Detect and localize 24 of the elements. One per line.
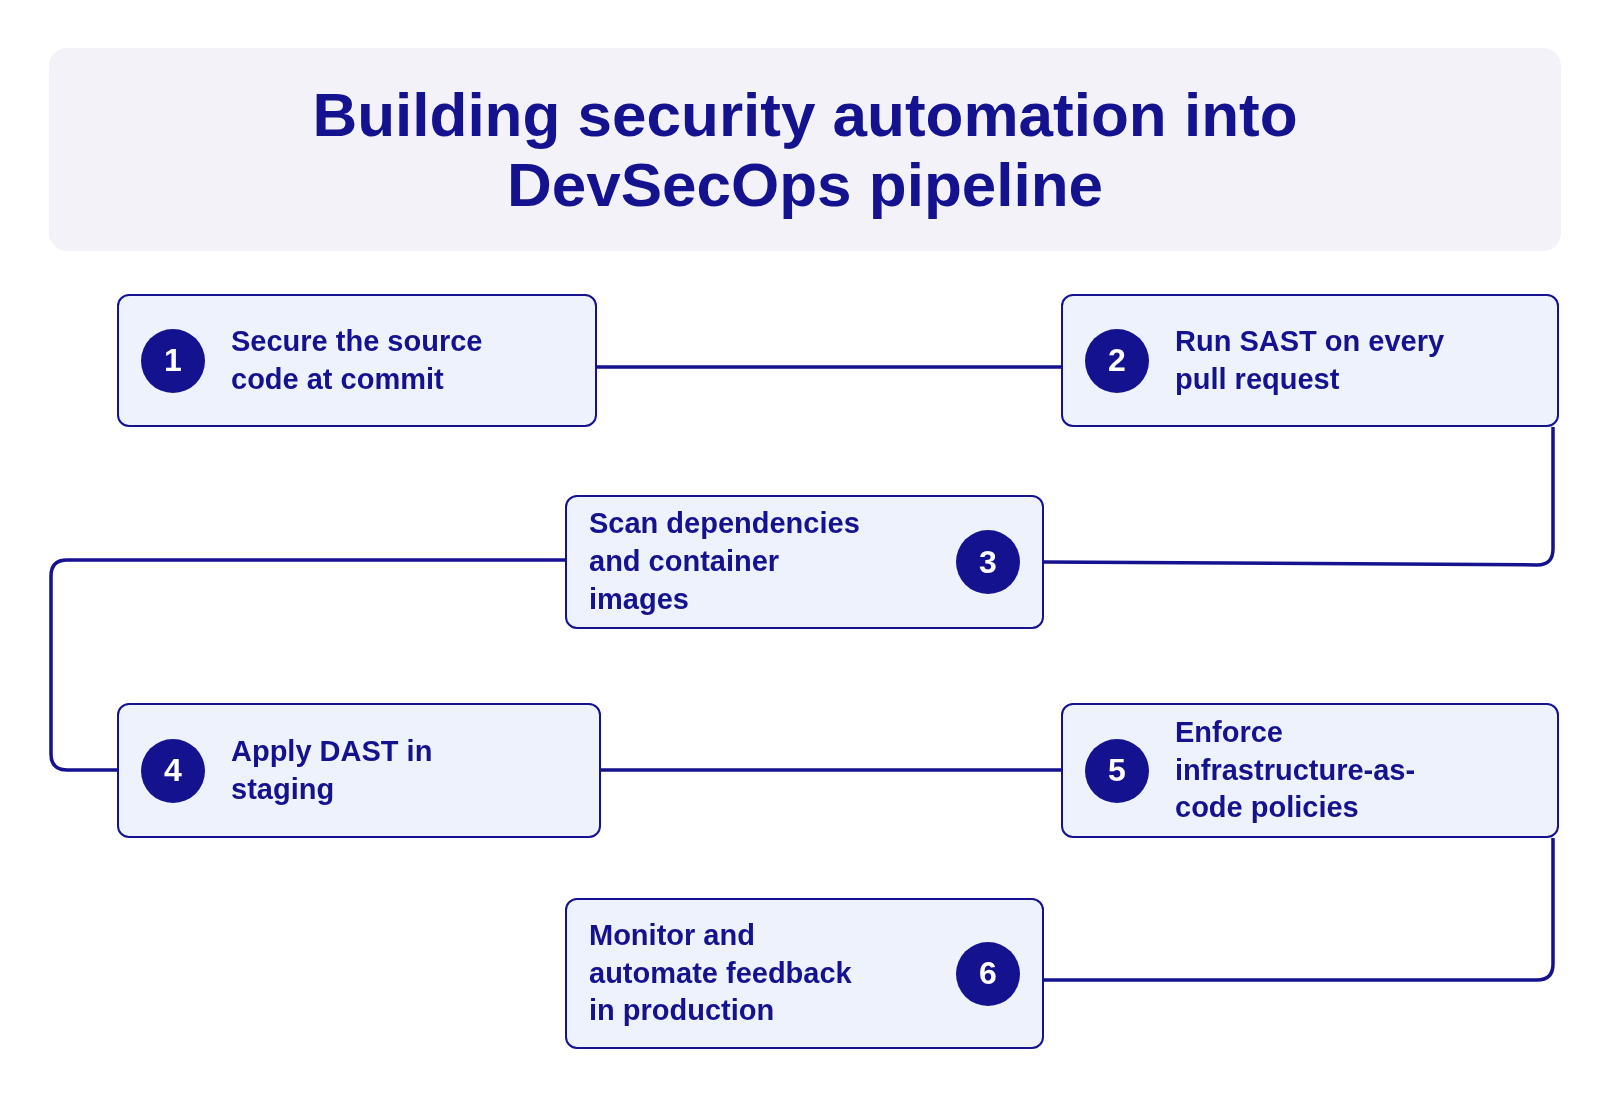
connector-line bbox=[601, 768, 1061, 772]
connector-line bbox=[1044, 427, 1555, 567]
step-number-badge: 6 bbox=[956, 941, 1020, 1006]
step-text: Scan dependencies and container images bbox=[589, 506, 861, 617]
step-number-badge: 3 bbox=[956, 530, 1020, 594]
connector-line bbox=[49, 558, 565, 772]
step-box bbox=[565, 495, 1044, 629]
step-box bbox=[565, 898, 1044, 1049]
step-number-badge: 5 bbox=[1085, 738, 1149, 803]
connector-line bbox=[1044, 838, 1555, 982]
step-text: Run SAST on every pull request bbox=[1175, 323, 1446, 397]
step-box bbox=[1061, 294, 1559, 427]
step-text: Secure the source code at commit bbox=[231, 323, 484, 397]
step-box bbox=[1061, 703, 1559, 838]
step-box bbox=[117, 703, 601, 838]
title: Building security automation into DevSecOps pipeline bbox=[311, 80, 1299, 219]
step-text: Enforce infrastructure-as-code policies bbox=[1175, 714, 1417, 826]
step-box bbox=[117, 294, 597, 427]
step-text: Apply DAST in staging bbox=[231, 733, 434, 807]
connector-line bbox=[597, 365, 1061, 369]
step-text: Monitor and automate feedback in production bbox=[589, 917, 853, 1029]
step-number-badge: 2 bbox=[1085, 328, 1149, 393]
step-number-badge: 1 bbox=[141, 328, 205, 393]
step-number-badge: 4 bbox=[141, 738, 205, 803]
